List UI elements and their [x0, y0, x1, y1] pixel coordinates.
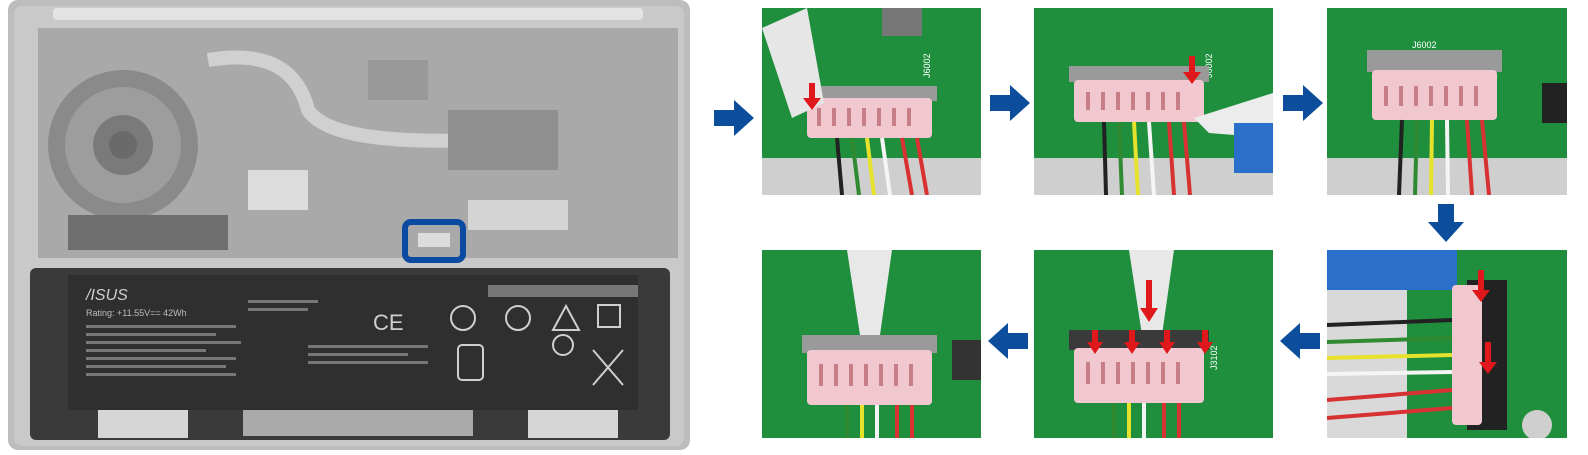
left-arrow-icon [988, 323, 1028, 359]
battery-brand: /ISUS [85, 287, 128, 304]
red-arrow-icon [803, 83, 821, 110]
svg-text:J6002: J6002 [922, 53, 932, 78]
red-arrow-icon [1197, 330, 1213, 354]
red-arrow-icon [1124, 330, 1140, 354]
step-4-photo [1327, 250, 1567, 438]
connector-highlight-box [402, 219, 466, 263]
red-arrow-icon [1087, 330, 1103, 354]
right-arrow-icon [714, 100, 754, 136]
left-arrow-icon [1280, 323, 1320, 359]
battery-rating: Rating: +11.55V== 42Wh [86, 308, 187, 318]
red-arrow-icon [1479, 342, 1497, 374]
svg-text:J6002: J6002 [1412, 40, 1437, 50]
red-arrow-icon [1183, 56, 1201, 84]
svg-text:J6002: J6002 [1204, 53, 1214, 78]
red-arrow-icon [1472, 270, 1490, 302]
step-2-photo: J6002 [1034, 8, 1273, 195]
step-5-photo: J3102 [1034, 250, 1273, 438]
right-arrow-icon [1283, 85, 1323, 121]
right-arrow-icon [990, 85, 1030, 121]
step-1-photo: J6002 [762, 8, 981, 195]
svg-text:J3102: J3102 [1209, 345, 1219, 370]
down-arrow-icon [1428, 204, 1464, 242]
laptop-overview-image: /ISUS Rating: +11.55V== 42Wh CE [8, 0, 690, 450]
red-arrow-icon [1140, 280, 1158, 322]
ce-mark: CE [373, 310, 404, 335]
red-arrow-icon [1159, 330, 1175, 354]
step-3-photo: J6002 [1327, 8, 1567, 195]
step-6-photo [762, 250, 981, 438]
